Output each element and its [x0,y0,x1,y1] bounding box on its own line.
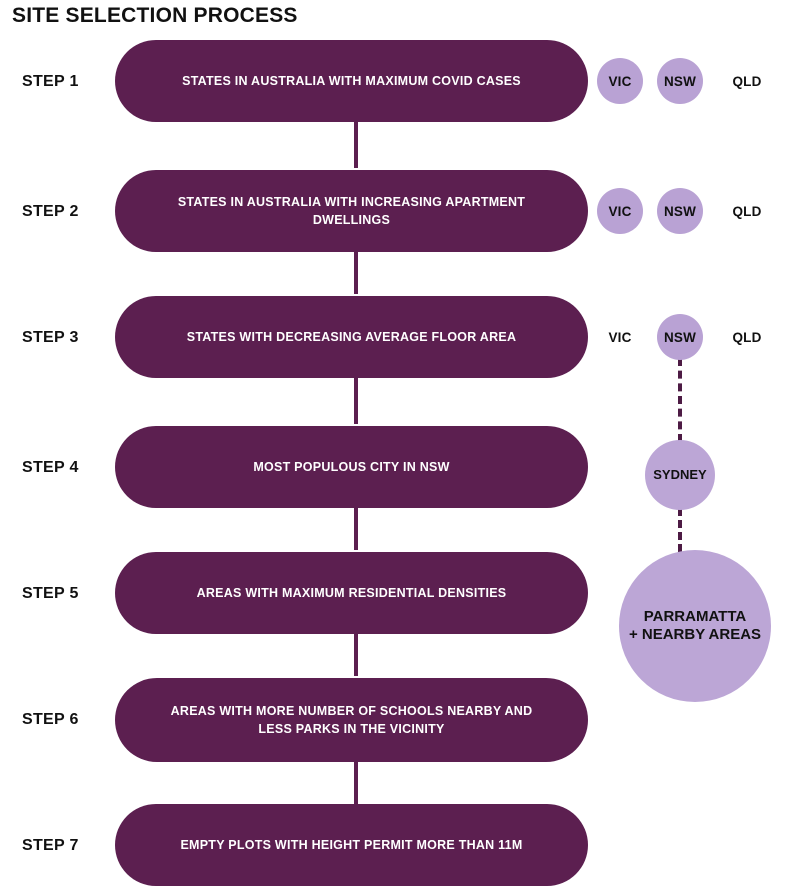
option-label: VIC [608,73,632,89]
option-vic-step-2[interactable]: VIC [597,188,643,234]
step-pill-7[interactable]: EMPTY PLOTS WITH HEIGHT PERMIT MORE THAN… [115,804,588,886]
step-pill-text-3: STATES WITH DECREASING AVERAGE FLOOR ARE… [186,329,517,344]
option-label: VIC [608,329,632,345]
option-nsw-step-3[interactable]: NSW [657,314,703,360]
step-pill-text-6: AREAS WITH MORE NUMBER OF SCHOOLS NEARBY… [170,703,533,736]
option-label: NSW [663,203,697,219]
dashed-connector-sydney-parramatta [678,508,682,552]
step-pill-text-1: STATES IN AUSTRALIA WITH MAXIMUM COVID C… [182,73,521,88]
option-label: VIC [608,203,632,219]
flow-connector-3-4 [354,378,358,424]
option-nsw-step-2[interactable]: NSW [657,188,703,234]
step-pill-text-2: STATES IN AUSTRALIA WITH INCREASING APAR… [177,194,526,227]
step-pill-text-7: EMPTY PLOTS WITH HEIGHT PERMIT MORE THAN… [180,837,523,852]
option-qld-step-2[interactable]: QLD [724,188,770,234]
step-pill-5[interactable]: AREAS WITH MAXIMUM RESIDENTIAL DENSITIES [115,552,588,634]
flow-connector-5-6 [354,634,358,676]
outcome-bubble-parramatta[interactable]: PARRAMATTA + NEARBY AREAS [619,550,771,702]
step-label-2: STEP 2 [22,203,79,220]
option-nsw-step-1[interactable]: NSW [657,58,703,104]
flow-connector-2-3 [354,252,358,294]
step-pill-text-4: MOST POPULOUS CITY IN NSW [253,459,450,474]
step-label-5: STEP 5 [22,585,79,602]
option-label: QLD [732,203,762,219]
step-pill-1[interactable]: STATES IN AUSTRALIA WITH MAXIMUM COVID C… [115,40,588,122]
option-label: NSW [663,329,697,345]
option-vic-step-3[interactable]: VIC [597,314,643,360]
outcome-label-parramatta-line2: + NEARBY AREAS [628,626,762,643]
step-pill-3[interactable]: STATES WITH DECREASING AVERAGE FLOOR ARE… [115,296,588,378]
step-label-4: STEP 4 [22,459,79,476]
step-pill-4[interactable]: MOST POPULOUS CITY IN NSW [115,426,588,508]
option-vic-step-1[interactable]: VIC [597,58,643,104]
step-pill-2[interactable]: STATES IN AUSTRALIA WITH INCREASING APAR… [115,170,588,252]
step-label-6: STEP 6 [22,711,79,728]
flow-connector-4-5 [354,508,358,550]
outcome-label-parramatta: PARRAMATTA + NEARBY AREAS [629,608,761,644]
page-title: SITE SELECTION PROCESS [12,4,298,27]
step-label-1: STEP 1 [22,73,79,90]
option-label: QLD [732,329,762,345]
step-pill-text-5: AREAS WITH MAXIMUM RESIDENTIAL DENSITIES [196,585,507,600]
option-label: QLD [732,73,762,89]
flow-connector-1-2 [354,118,358,168]
step-pill-6[interactable]: AREAS WITH MORE NUMBER OF SCHOOLS NEARBY… [115,678,588,762]
option-qld-step-3[interactable]: QLD [724,314,770,360]
option-qld-step-1[interactable]: QLD [724,58,770,104]
option-label: NSW [663,73,697,89]
flow-connector-6-7 [354,762,358,804]
step-label-7: STEP 7 [22,837,79,854]
outcome-bubble-sydney[interactable]: SYDNEY [645,440,715,510]
step-label-3: STEP 3 [22,329,79,346]
outcome-label-sydney: SYDNEY [653,467,707,483]
outcome-label-parramatta-line1: PARRAMATTA [643,608,747,625]
dashed-connector-nsw-sydney [678,358,682,442]
